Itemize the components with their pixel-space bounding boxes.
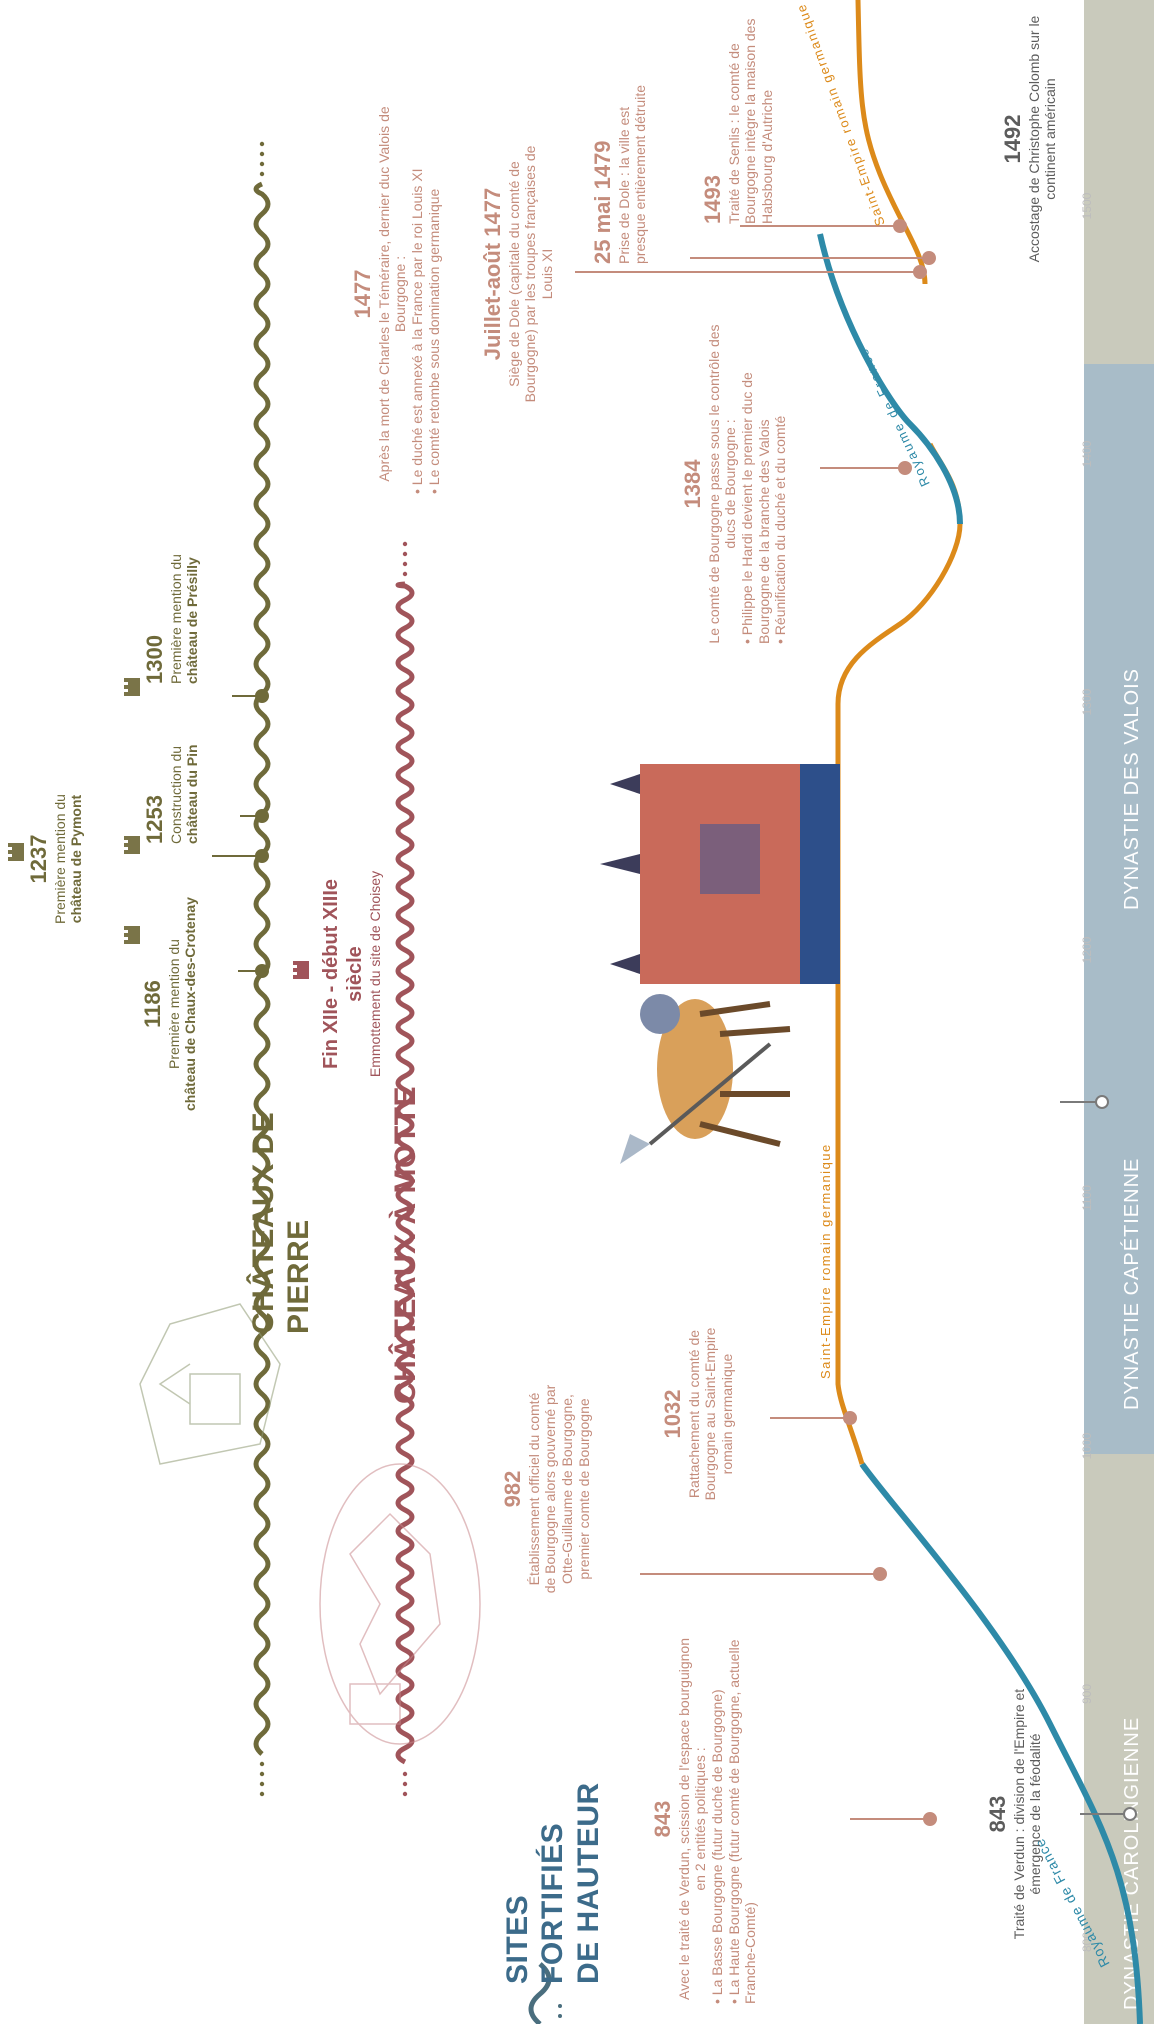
event-982: 982 Établissement officiel du comté de B… (500, 1384, 592, 1594)
hauteur-line1: SITES FORTIFIÉS (501, 1822, 570, 1984)
event-843-verdun: 843 Traité de Verdun : division de l'Emp… (985, 1684, 1044, 1944)
event-bullet: Philippe le Hardi devient le premier duc… (739, 324, 772, 644)
event-year: 1493 (700, 175, 725, 224)
event-bullets: Le duché est annexé à la France par le r… (409, 94, 442, 494)
event-text: Emmottement du site de Choisey (367, 870, 384, 1078)
event-bullet: La Haute Bourgogne (futur comté de Bourg… (726, 1634, 759, 2004)
event-text: Établissement officiel du comté de Bourg… (525, 1384, 592, 1594)
event-text: Accostage de Christophe Colomb sur le co… (1025, 15, 1059, 263)
castle-1237: 1237 Première mention du château de Pymo… (26, 774, 85, 944)
river-empire-curve (835, 442, 963, 1465)
event-1479: 25 mai 1479 Prise de Dole : la ville est… (590, 84, 649, 264)
castle-name: château de Présilly (184, 557, 201, 684)
section-title-motte: CHÂTEAUX À MOTTE (389, 1086, 422, 1404)
hauteur-line2: DE HAUTEUR (571, 1782, 605, 1984)
section-title-hauteur: SITES FORTIFIÉS DE HAUTEUR (500, 1774, 606, 1984)
event-year: 25 mai 1479 (590, 140, 615, 264)
castle-year: 1186 (140, 980, 165, 1028)
event-year: 843 (650, 1800, 675, 1838)
river-france-curve (859, 1462, 1143, 2024)
tower-illustration (600, 764, 840, 984)
event-text: Le comté de Bourgogne passe sous le cont… (705, 324, 739, 644)
river-label-empire-2: Saint-Empire romain germanique (793, 1, 888, 228)
event-1477-siege: Juillet-août 1477 Siège de Dole (capital… (480, 144, 556, 404)
castle-pre: Première mention du (165, 939, 182, 1069)
castle-pre: Première mention du (167, 554, 184, 684)
castle-1253: 1253 Construction du château du Pin (142, 724, 201, 844)
motte-wavy-line (395, 581, 415, 1765)
event-year: Fin XIIe - début XIIIe siècle (320, 878, 366, 1070)
river-france-curve-2 (817, 233, 963, 525)
event-text: Traité de Verdun : division de l'Empire … (1010, 1688, 1044, 1940)
event-bullet: La Basse Bourgogne (futur duché de Bourg… (709, 1634, 726, 2004)
event-1032: 1032 Rattachement du comté de Bourgogne … (660, 1324, 736, 1504)
knight-illustration (620, 994, 791, 1164)
event-text: Siège de Dole (capitale du comté de Bour… (505, 145, 555, 403)
event-843: 843 Avec le traité de Verdun, scission d… (650, 1634, 759, 2004)
event-year: 982 (500, 1470, 525, 1508)
chateau-pierre-sketch (139, 1303, 281, 1465)
event-1477: 1477 Après la mort de Charles le Témérai… (350, 94, 442, 494)
castle-name: château de Pymont (68, 794, 85, 924)
section-title-pierre: CHÂTEAUX DE PIERRE (247, 1111, 316, 1334)
castle-pre: Première mention du (51, 794, 68, 924)
event-text: Traité de Senlis : le comté de Bourgogne… (725, 18, 775, 224)
castle-year: 1237 (26, 834, 51, 884)
event-text: Prise de Dole : la ville est presque ent… (615, 85, 649, 264)
event-bullet: Le duché est annexé à la France par le r… (409, 94, 426, 494)
event-year: Juillet-août 1477 (480, 187, 505, 361)
event-bullets: Philippe le Hardi devient le premier duc… (739, 324, 789, 644)
event-year: 1477 (350, 269, 375, 319)
castle-1186: 1186 Première mention du château de Chau… (140, 884, 199, 1124)
castle-name: château de Chaux-des-Crotenay (182, 897, 199, 1111)
event-text: Après la mort de Charles le Téméraire, d… (375, 106, 409, 482)
castle-pre: Construction du (167, 745, 184, 844)
event-bullet: Le comté retombe sous domination germani… (426, 94, 443, 494)
event-year: 843 (985, 1795, 1010, 1833)
castle-year: 1253 (142, 795, 167, 844)
river-label-empire: Saint-Empire romain germanique (818, 1143, 833, 1379)
chateau-motte-sketch (319, 1463, 481, 1745)
castle-year: 1300 (142, 635, 167, 684)
hauteur-line (528, 1962, 552, 2024)
river-empire-curve-2 (855, 0, 928, 285)
event-bullets: La Basse Bourgogne (futur duché de Bourg… (709, 1634, 759, 2004)
event-year: 1032 (660, 1389, 685, 1439)
event-motte-choisey: Fin XIIe - début XIIIe siècle Emmottemen… (320, 854, 384, 1094)
event-1493: 1493 Traité de Senlis : le comté de Bour… (700, 14, 776, 224)
event-year: 1384 (680, 459, 705, 509)
event-bullet: Réunification du duché et du comté (772, 324, 789, 644)
event-text: Rattachement du comté de Bourgogne au Sa… (685, 1327, 735, 1501)
castle-name: château du Pin (184, 744, 201, 844)
pierre-wavy-line (253, 181, 271, 1756)
event-year: 1492 (1000, 114, 1025, 164)
event-1492: 1492 Accostage de Christophe Colomb sur … (1000, 14, 1059, 264)
castle-1300: 1300 Première mention du château de Prés… (142, 514, 201, 684)
event-text: Avec le traité de Verdun, scission de l'… (675, 1638, 709, 2000)
event-1384: 1384 Le comté de Bourgogne passe sous le… (680, 324, 789, 644)
